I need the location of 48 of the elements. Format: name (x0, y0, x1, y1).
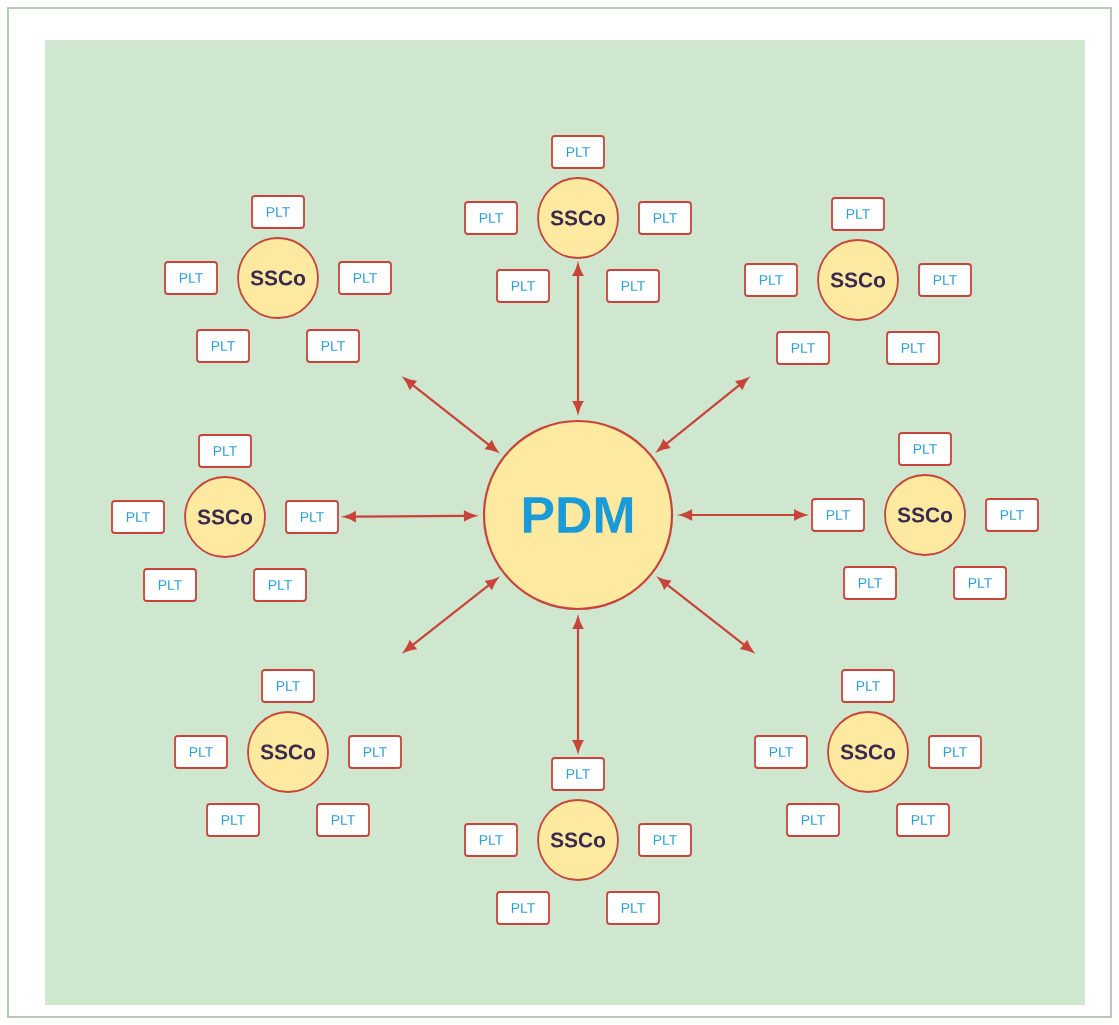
plt-box: PLT (606, 269, 660, 303)
arrow (657, 377, 749, 452)
arrow (403, 377, 498, 453)
arrow (403, 577, 498, 653)
plt-box: PLT (928, 735, 982, 769)
plt-box: PLT (811, 498, 865, 532)
plt-box: PLT (786, 803, 840, 837)
plt-box: PLT (306, 329, 360, 363)
plt-box: PLT (285, 500, 339, 534)
plt-box: PLT (606, 891, 660, 925)
arrow (658, 577, 754, 653)
plt-box: PLT (843, 566, 897, 600)
plt-box: PLT (638, 823, 692, 857)
plt-box: PLT (898, 432, 952, 466)
plt-box: PLT (174, 735, 228, 769)
plt-box: PLT (985, 498, 1039, 532)
plt-box: PLT (316, 803, 370, 837)
plt-box: PLT (198, 434, 252, 468)
plt-box: PLT (886, 331, 940, 365)
plt-box: PLT (754, 735, 808, 769)
arrow (572, 617, 584, 752)
arrow (344, 510, 476, 522)
plt-box: PLT (551, 135, 605, 169)
plt-box: PLT (831, 197, 885, 231)
plt-box: PLT (776, 331, 830, 365)
plt-box: PLT (196, 329, 250, 363)
plt-box: PLT (918, 263, 972, 297)
plt-box: PLT (841, 669, 895, 703)
arrow (572, 264, 584, 413)
plt-box: PLT (253, 568, 307, 602)
plt-box: PLT (464, 201, 518, 235)
plt-box: PLT (551, 757, 605, 791)
plt-box: PLT (164, 261, 218, 295)
plt-box: PLT (896, 803, 950, 837)
plt-box: PLT (206, 803, 260, 837)
plt-box: PLT (143, 568, 197, 602)
plt-box: PLT (348, 735, 402, 769)
plt-box: PLT (111, 500, 165, 534)
plt-box: PLT (338, 261, 392, 295)
plt-box: PLT (464, 823, 518, 857)
plt-box: PLT (744, 263, 798, 297)
arrow (680, 509, 806, 521)
plt-box: PLT (251, 195, 305, 229)
plt-box: PLT (496, 891, 550, 925)
plt-box: PLT (496, 269, 550, 303)
plt-box: PLT (953, 566, 1007, 600)
plt-box: PLT (261, 669, 315, 703)
plt-box: PLT (638, 201, 692, 235)
